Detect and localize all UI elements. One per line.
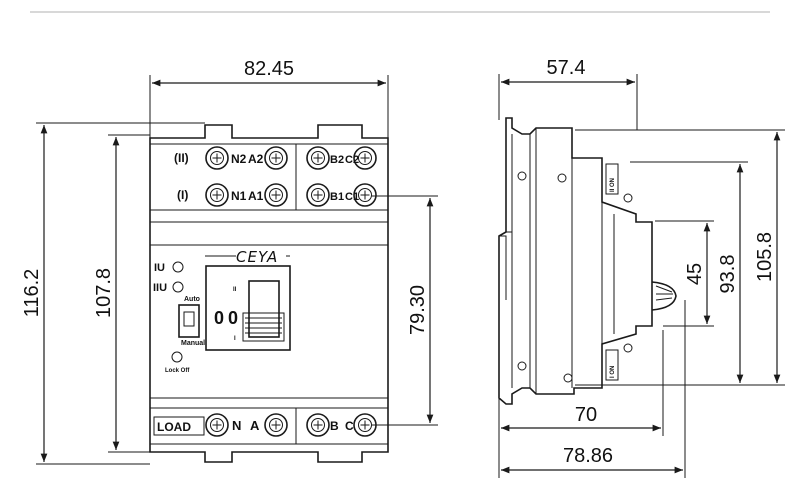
side-bottom-tag: I ON [610, 366, 616, 378]
lock-button [171, 351, 183, 363]
indicator-IIU-label: IIU [153, 282, 167, 294]
terminal-C1: C1 [345, 191, 359, 203]
side-105-dimension: 105.8 [575, 129, 785, 386]
front-view: 82.45 116.2 107.8 79.30 [21, 58, 438, 465]
side-93-label: 93.8 [717, 255, 739, 294]
side-105-label: 105.8 [754, 232, 776, 282]
side-width-label: 57.4 [547, 57, 586, 79]
operating-handle [248, 280, 280, 338]
terminal-A1: A1 [248, 189, 264, 203]
side-45-label: 45 [684, 263, 706, 285]
front-inner-height-dimension: 107.8 [93, 134, 150, 453]
front-outer-height-dimension: 116.2 [21, 122, 205, 465]
terminal-spacing-dimension: 79.30 [372, 195, 438, 426]
side-view: 57.4 45 93.8 105.8 70 [498, 57, 785, 478]
side-knob [651, 281, 677, 311]
terminal-C2: C2 [345, 154, 359, 166]
top-terminal-row: (II) N2 A2 B2 C2 [174, 146, 377, 170]
switch-mark-II: II [233, 287, 237, 293]
terminal-N1: N1 [231, 189, 247, 203]
row-I-label: (I) [177, 188, 188, 202]
terminal-A2: A2 [248, 152, 264, 166]
side-width-dimension: 57.4 [498, 57, 638, 130]
bottom-terminal-row: LOAD N A B C [153, 413, 377, 437]
front-body-outline [149, 124, 389, 463]
indicator-IIU-lamp [172, 281, 184, 293]
terminal-A: A [250, 418, 260, 433]
manual-label: Manual [181, 340, 205, 347]
terminal-B1: B1 [330, 191, 344, 203]
row-II-label: (II) [174, 151, 189, 165]
side-body-profile [498, 117, 653, 405]
side-70-dimension: 70 [498, 330, 664, 478]
side-78-dimension: 78.86 [501, 300, 686, 478]
side-70-label: 70 [575, 404, 597, 426]
front-width-dimension: 82.45 [149, 58, 389, 140]
terminal-spacing-label: 79.30 [407, 285, 429, 335]
terminal-N: N [232, 418, 241, 433]
indicator-IU-lamp [172, 261, 184, 273]
terminal-N2: N2 [231, 152, 247, 166]
handle-window [205, 265, 291, 351]
front-inner-height-label: 107.8 [93, 268, 115, 318]
indicator-IU-label: IU [154, 262, 165, 274]
front-width-label: 82.45 [244, 58, 294, 80]
lock-label: Lock Off [165, 368, 190, 374]
auto-label: Auto [184, 296, 200, 303]
terminal-C: C [345, 419, 354, 433]
front-outer-height-label: 116.2 [21, 269, 43, 318]
switch-mark-I: I [234, 336, 236, 342]
terminal-B: B [330, 419, 339, 433]
side-top-tag: II ON [610, 178, 616, 192]
switch-position-1: 0 [214, 308, 224, 328]
side-78-label: 78.86 [563, 445, 613, 467]
side-45-dimension: 45 [655, 220, 714, 327]
mid-terminal-row: (I) N1 A1 B1 C1 [177, 183, 377, 207]
brand-logo: CEYA [236, 248, 278, 266]
control-panel: CEYA IU IIU Auto Manual Lock Off 0 0 II … [153, 248, 291, 374]
terminal-B2: B2 [330, 154, 344, 166]
auto-manual-switch [178, 304, 200, 338]
switch-position-2: 0 [228, 308, 238, 328]
load-label: LOAD [157, 420, 191, 434]
